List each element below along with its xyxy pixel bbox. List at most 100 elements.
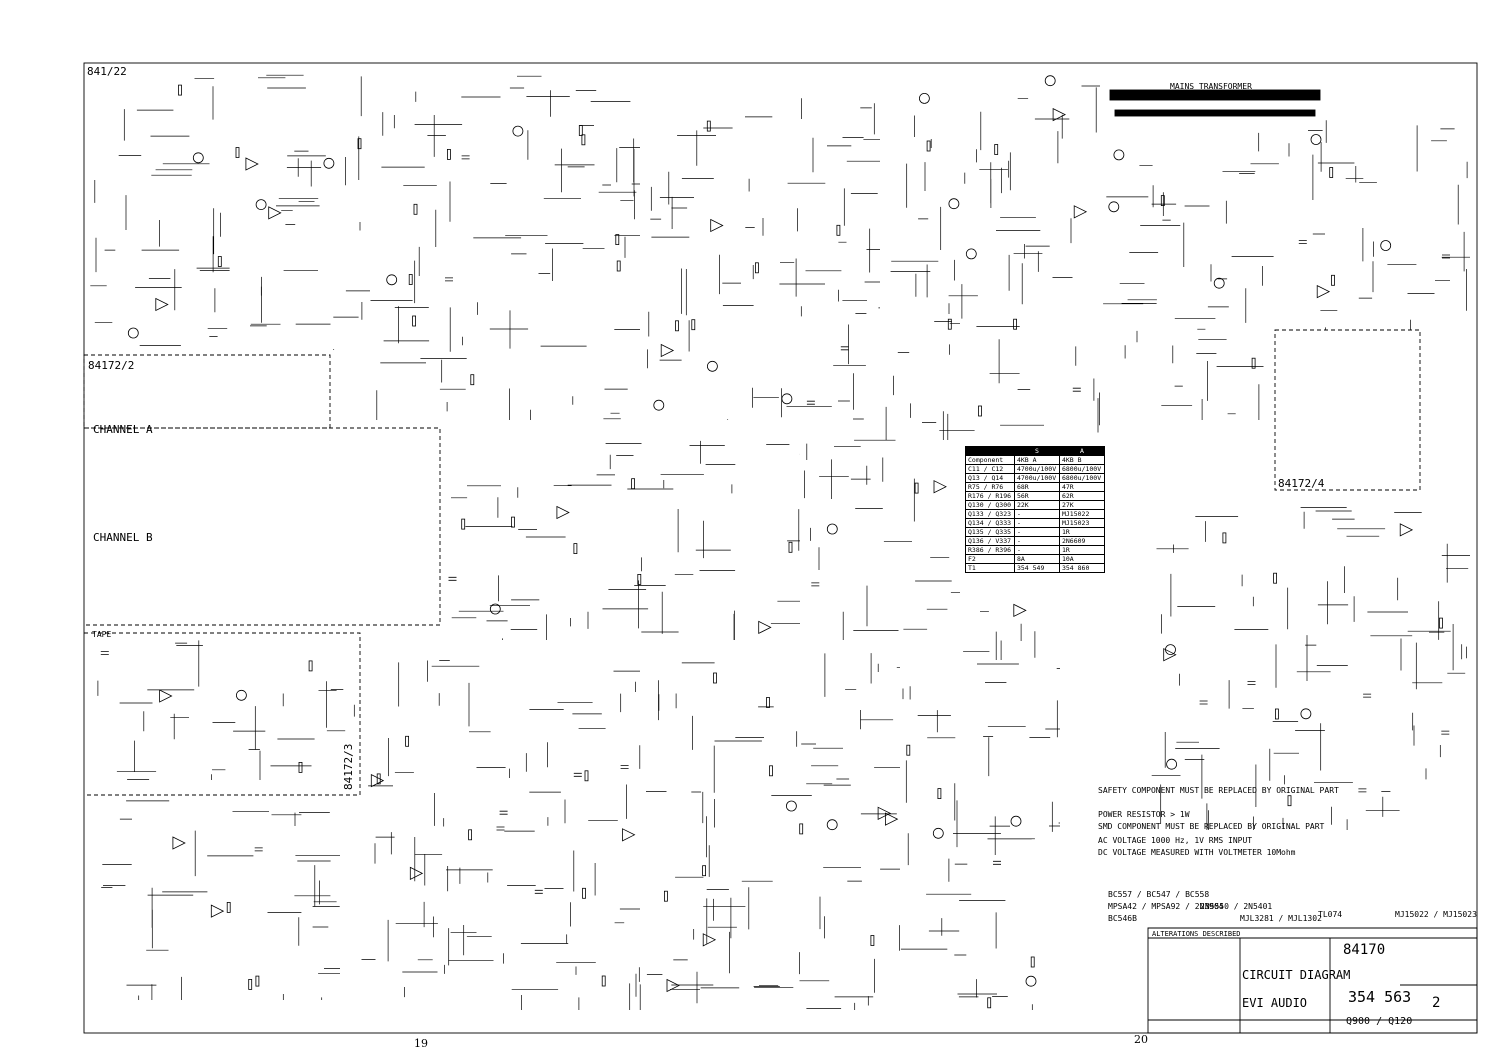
variant-table-cell: Q130 / Q300 <box>965 500 1015 510</box>
variant-table-cell: 354 549 <box>1013 563 1060 573</box>
wire-segments <box>361 660 641 1010</box>
resistor-symbol <box>1013 318 1017 330</box>
resistor-symbol <box>1275 708 1279 720</box>
variant-table-cell: R386 / R396 <box>965 545 1015 555</box>
capacitor-symbol <box>620 765 629 769</box>
transistor-symbol <box>1025 975 1037 987</box>
note-dc-voltage: DC VOLTAGE MEASURED WITH VOLTMETER 10Moh… <box>1098 848 1296 857</box>
variant-table-cell: R176 / R196 <box>965 491 1015 501</box>
resistor-symbol <box>376 773 381 785</box>
variant-table-cell: 4KB B <box>1058 455 1106 465</box>
wire-segments <box>804 439 960 640</box>
resistor-symbol <box>615 234 620 246</box>
resistor-symbol <box>217 256 222 267</box>
block-841724-frame <box>1274 329 1421 491</box>
variant-table-cell: 6800u/100V <box>1058 473 1106 483</box>
transistor-symbol <box>489 603 501 615</box>
resistor-symbol <box>584 770 589 782</box>
block-label-1: 841/22 <box>87 65 127 78</box>
variant-table-cell: 4700u/100V <box>1013 464 1060 474</box>
channel-b-label: CHANNEL B <box>93 531 153 544</box>
variant-table-cell: 68R <box>1013 482 1060 492</box>
transistor-symbol <box>1165 644 1176 655</box>
capacitor-symbol <box>811 582 820 587</box>
capacitor-symbol <box>1441 730 1450 735</box>
resistor-symbol <box>1329 167 1334 178</box>
title-models: Q900 / Q120 <box>1346 1016 1413 1027</box>
opamp-symbol <box>710 218 724 233</box>
transistor-symbol <box>192 152 204 164</box>
resistor-symbol <box>906 744 911 756</box>
wire-segments <box>647 98 880 420</box>
resistor-symbol <box>766 697 770 708</box>
resistor-symbol <box>994 144 999 155</box>
variant-table-cell: C11 / C12 <box>965 464 1015 474</box>
resistor-symbol <box>298 762 303 773</box>
opamp-symbol <box>758 620 772 635</box>
transistor-symbol <box>127 327 139 339</box>
opamp-symbol <box>155 297 169 312</box>
capacitor-symbol <box>100 651 109 655</box>
variant-table-cell: - <box>1013 536 1060 546</box>
capacitor-symbol <box>1199 700 1208 705</box>
variant-table-cell: 8A <box>1013 554 1060 564</box>
transistor-symbol <box>1044 75 1056 87</box>
capacitor-symbol <box>1442 254 1450 259</box>
resistor-symbol <box>799 823 804 835</box>
transistor-symbol <box>235 689 247 701</box>
variant-table-row: Q135 / Q335-1R <box>965 527 1106 537</box>
wire-segments <box>101 800 340 1000</box>
resistor-symbol <box>1439 617 1443 629</box>
variant-table-cell: Component <box>965 455 1015 465</box>
resistor-symbol <box>248 979 253 990</box>
transformer-label: MAINS TRANSFORMER <box>1170 82 1252 91</box>
opamp-symbol <box>660 343 675 358</box>
note-smd: SMD COMPONENT MUST BE REPLACED BY ORIGIN… <box>1098 822 1325 831</box>
variant-table-row: Q133 / Q323-MJ15022 <box>965 509 1106 519</box>
variant-table-cell: 10A <box>1058 554 1106 564</box>
variant-table-cell: 56R <box>1013 491 1060 501</box>
capacitor-symbol <box>1298 240 1307 244</box>
components <box>100 75 1450 1009</box>
package-label: MPSA42 / MPSA92 / 2N3904 <box>1108 902 1224 911</box>
variant-table-cell: Q135 / Q335 <box>965 527 1015 537</box>
opamp-symbol <box>622 828 636 842</box>
transistor-symbol <box>1010 815 1022 827</box>
block-841723-frame <box>84 632 361 796</box>
transformer-bar-1 <box>1109 89 1321 101</box>
opamp-symbol <box>1163 648 1177 662</box>
resistor-symbol <box>461 518 466 530</box>
resistor-symbol <box>1287 795 1292 807</box>
variant-table-cell: 354 860 <box>1058 563 1106 573</box>
capacitor-symbol <box>461 155 470 160</box>
variant-table-row: R386 / R396-1R <box>965 545 1106 555</box>
transformer-bar-2 <box>1114 109 1316 117</box>
variant-table-cell: - <box>1013 527 1060 537</box>
variant-table-cell: 1R <box>1058 527 1106 537</box>
opamp-symbol <box>556 505 570 520</box>
resistor-symbol <box>1030 956 1035 968</box>
wire-segments <box>980 610 1036 660</box>
opamp-symbol <box>1316 284 1331 299</box>
capacitor-symbol <box>1358 788 1367 793</box>
opamp-symbol <box>1013 603 1027 618</box>
transistor-symbol <box>1310 134 1322 145</box>
opamp-symbol <box>210 904 225 918</box>
transistor-symbol <box>826 819 838 831</box>
resistor-symbol <box>616 260 621 272</box>
resistor-symbol <box>1331 274 1335 286</box>
transistor-symbol <box>948 198 960 210</box>
resistor-symbol <box>631 478 635 490</box>
resistor-symbol <box>637 574 642 585</box>
title-company: EVI AUDIO <box>1242 996 1308 1010</box>
variant-table-cell: - <box>1013 509 1060 519</box>
opamp-symbol <box>172 836 186 850</box>
resistor-symbol <box>788 541 793 553</box>
title-diagram: CIRCUIT DIAGRAM <box>1242 968 1351 982</box>
title-doc-number: 84170 <box>1343 942 1386 958</box>
